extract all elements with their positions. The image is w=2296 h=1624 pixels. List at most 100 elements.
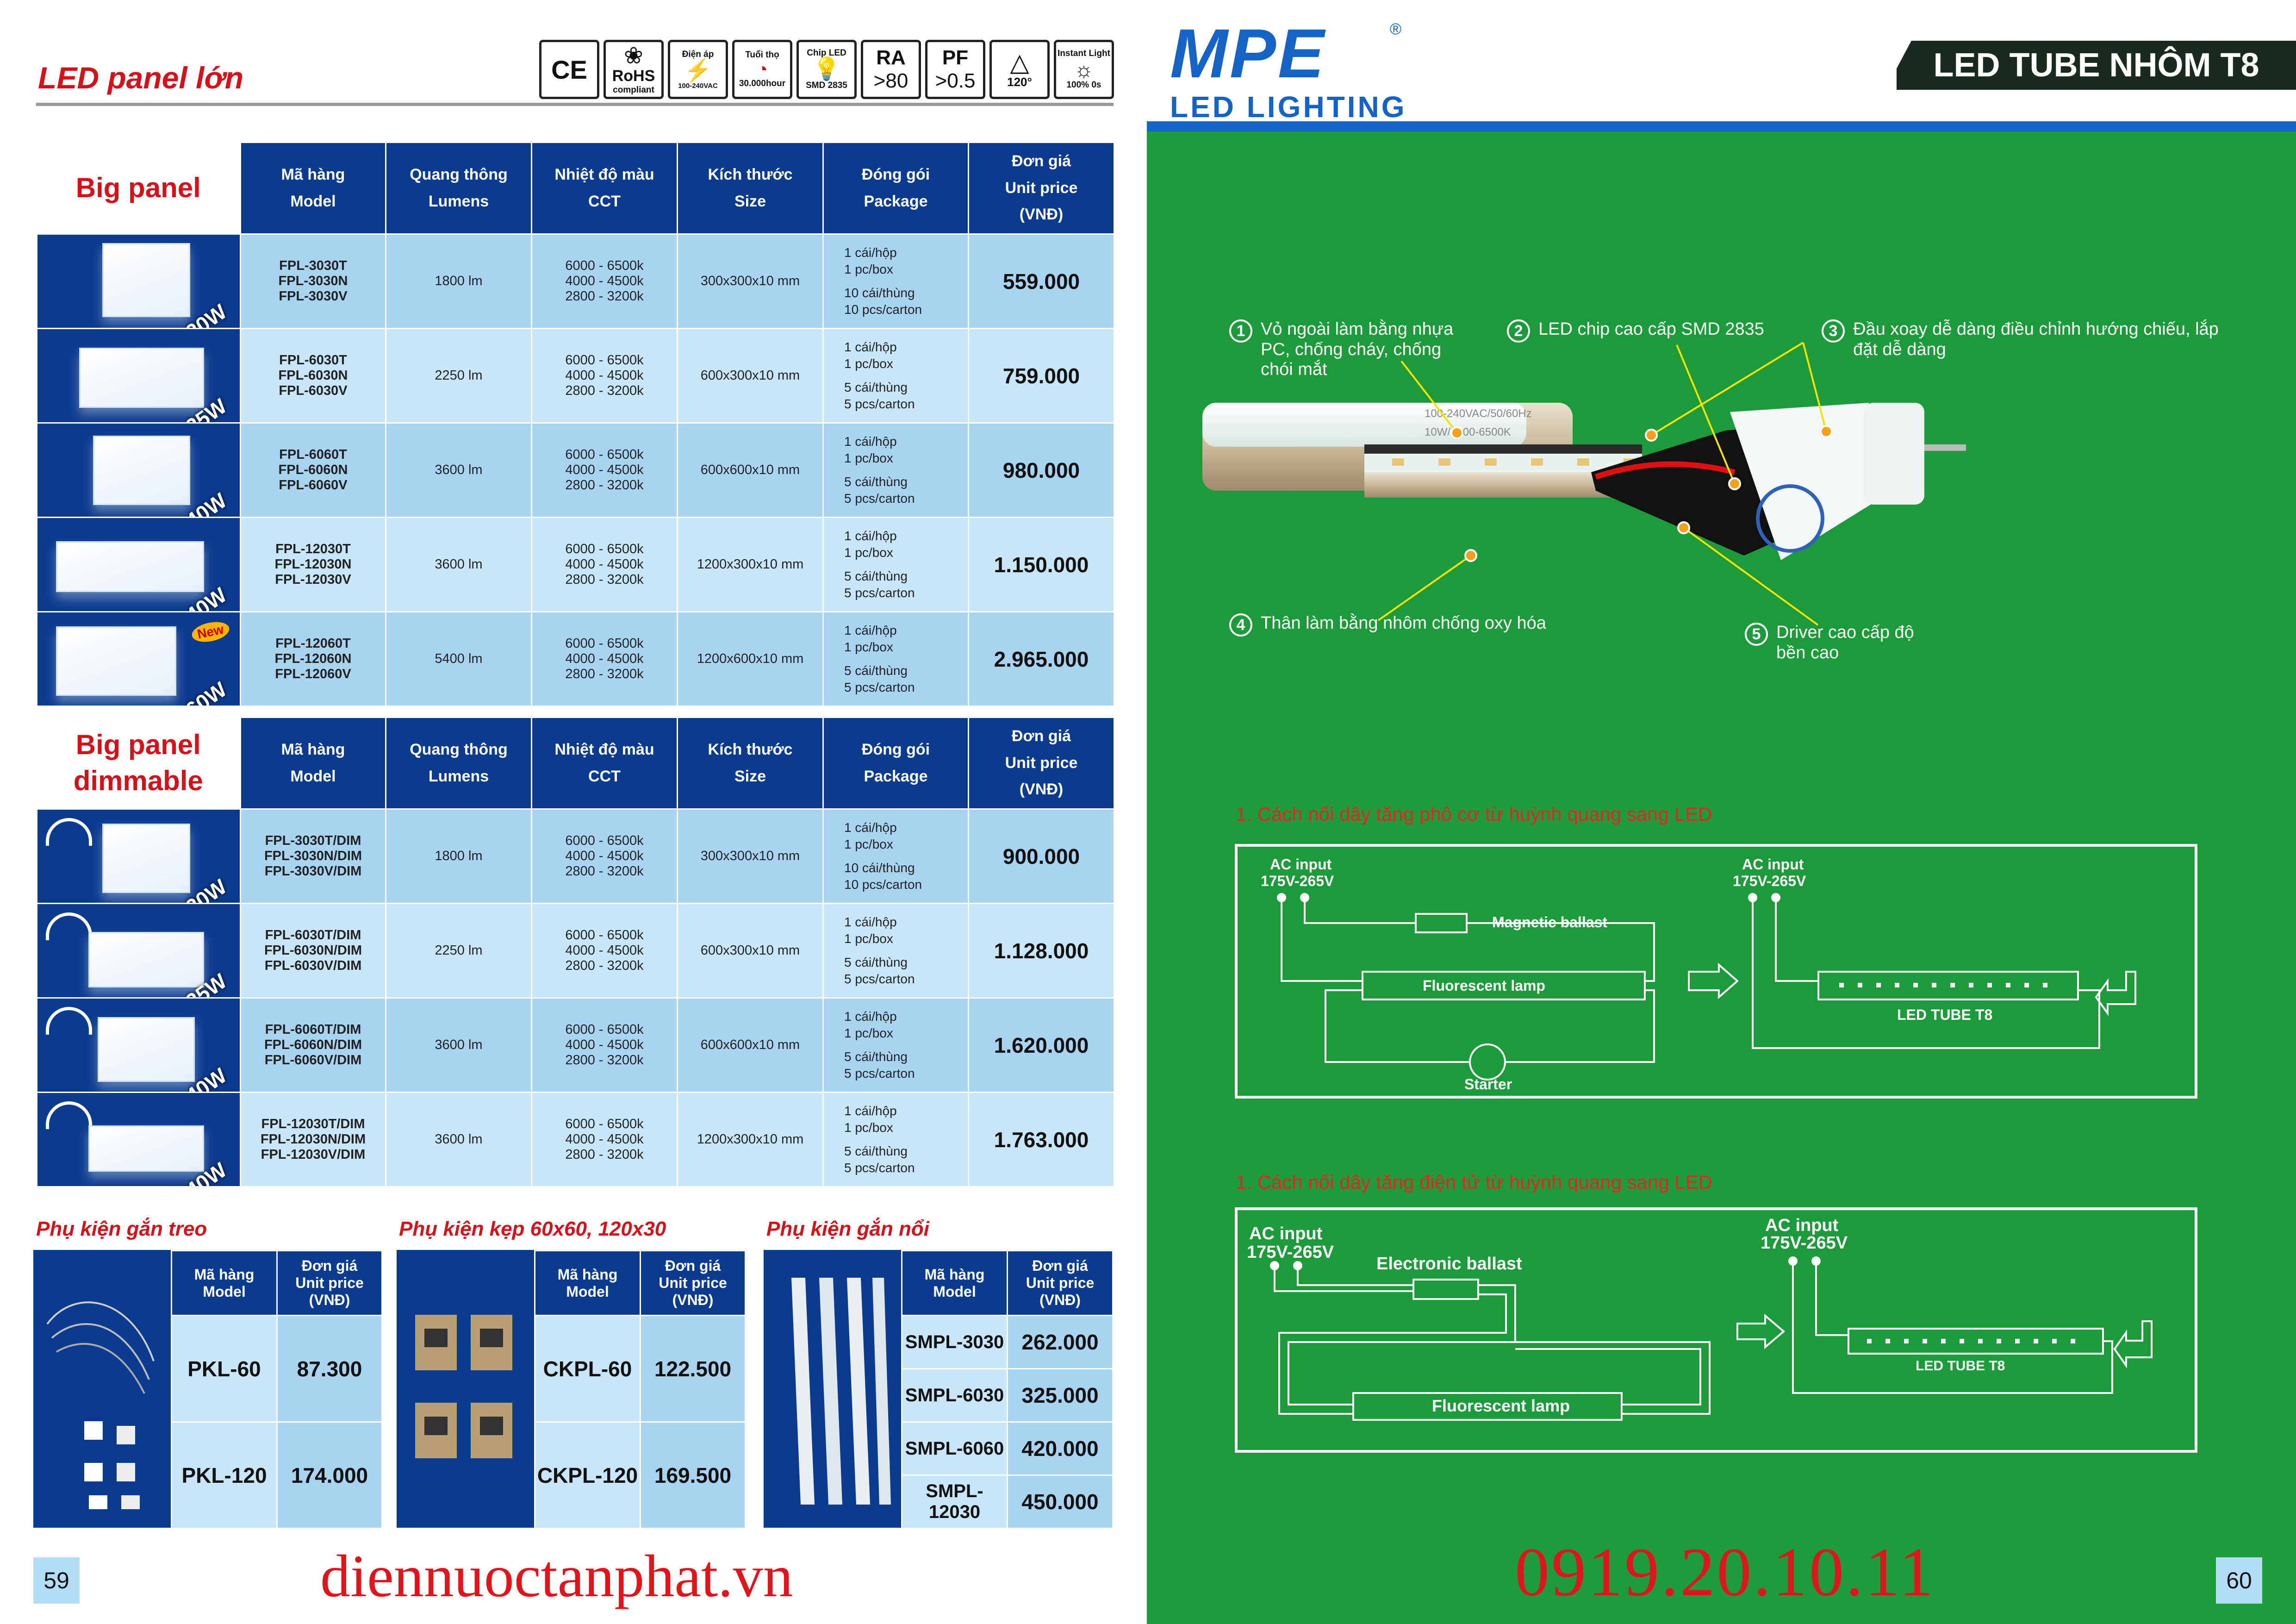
product-image: 40W xyxy=(36,517,241,612)
electronic-wiring-diagram xyxy=(1270,1256,2153,1421)
callout-lines xyxy=(1377,342,1833,626)
price-cell: 1.763.000 xyxy=(968,1092,1115,1187)
model-cell: PKL-120 xyxy=(171,1421,278,1529)
accessory-title-hanging: Phụ kiện gắn treo xyxy=(36,1218,207,1240)
lumens-cell: 1800 lm xyxy=(385,233,532,329)
lumens-cell: 3600 lm xyxy=(385,1092,532,1187)
price-cell: 1.128.000 xyxy=(968,903,1115,999)
green-background xyxy=(1147,131,2296,1624)
accessory-title-clip: Phụ kiện kẹp 60x60, 120x30 xyxy=(399,1218,666,1240)
clip-kit-image xyxy=(415,1315,512,1458)
new-badge: New xyxy=(190,618,231,645)
product-image: 20W xyxy=(36,808,241,904)
price-cell: 980.000 xyxy=(968,422,1115,518)
ce-mark-icon: CE xyxy=(539,40,599,99)
beam-angle-icon: △120° xyxy=(989,40,1050,99)
product-image: 40W xyxy=(36,422,241,518)
price-cell: 262.000 xyxy=(1007,1315,1114,1369)
dimmer-icon xyxy=(46,912,92,940)
blue-band xyxy=(1147,121,2296,133)
model-cell: SMPL-6060 xyxy=(901,1421,1008,1476)
size-cell: 300x300x10 mm xyxy=(677,233,824,329)
price-cell: 325.000 xyxy=(1007,1368,1114,1423)
size-cell: 600x600x10 mm xyxy=(677,997,824,1093)
price-cell: 1.620.000 xyxy=(968,997,1115,1093)
magnetic-wiring-diagram xyxy=(1277,893,2136,1081)
product-image: 20W xyxy=(36,233,241,329)
ra-icon: RA>80 xyxy=(861,40,921,99)
price-cell: 420.000 xyxy=(1007,1421,1114,1476)
product-image: 25W xyxy=(36,903,241,999)
accessory-title-surface: Phụ kiện gắn nổi xyxy=(766,1218,930,1240)
dimmer-icon xyxy=(46,1101,92,1129)
size-cell: 1200x600x10 mm xyxy=(677,611,824,707)
voltage-icon: Điện áp⚡100-240VAC xyxy=(668,40,728,99)
instant-light-icon: Instant Light☼100% 0s xyxy=(1054,40,1114,99)
price-cell: 87.300 xyxy=(276,1315,383,1423)
diagram-1-title: 1. Cách nối dây tăng phô cơ từ huỳnh qua… xyxy=(1236,803,1712,825)
model-cell: CKPL-120 xyxy=(534,1421,641,1529)
section-title: LED panel lớn xyxy=(38,61,244,95)
model-cell: SMPL-6030 xyxy=(901,1368,1008,1423)
lumens-cell: 3600 lm xyxy=(385,422,532,518)
model-cell: CKPL-60 xyxy=(534,1315,641,1423)
lumens-cell: 2250 lm xyxy=(385,903,532,999)
size-cell: 600x300x10 mm xyxy=(677,328,824,424)
lumens-cell: 3600 lm xyxy=(385,517,532,612)
phone-watermark: 0919.20.10.11 xyxy=(1515,1534,1935,1611)
price-cell: 122.500 xyxy=(640,1315,746,1423)
website-watermark: diennuoctanphat.vn xyxy=(320,1543,793,1610)
page-number: 59 xyxy=(33,1557,80,1604)
big-panel-label: Big panel xyxy=(37,142,241,234)
price-cell: 2.965.000 xyxy=(968,611,1115,707)
chip-led-icon: Chip LED💡SMD 2835 xyxy=(796,40,857,99)
